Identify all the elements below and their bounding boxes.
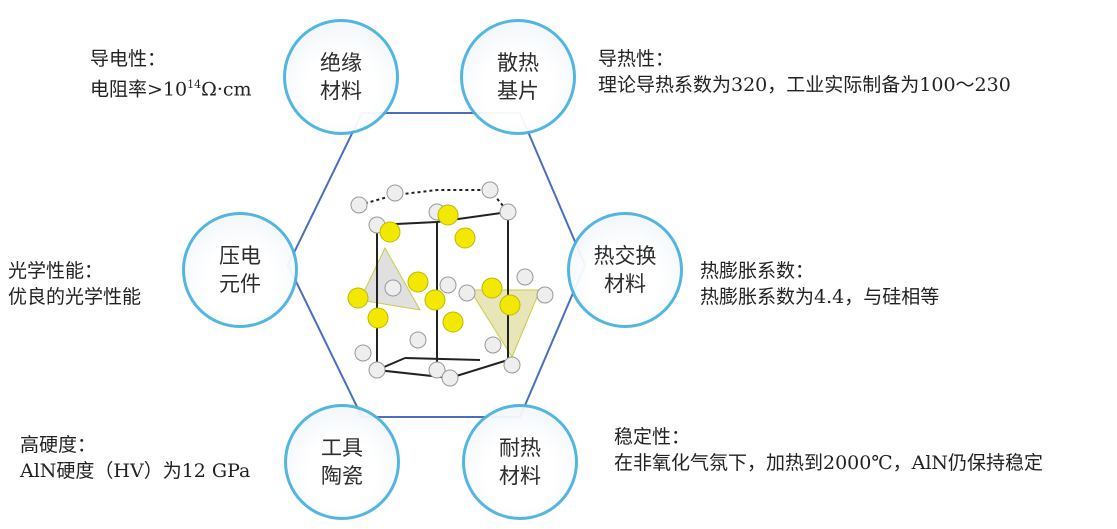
circle-label: 材料: [320, 79, 362, 103]
circle-label: 散热: [497, 51, 539, 75]
label-text: 优良的光学性能: [8, 286, 142, 308]
circle-heat-resistant-material: 耐热材料: [462, 404, 578, 520]
circle-label: 压电: [219, 244, 261, 268]
circle-label: 耐热: [499, 436, 541, 460]
resistivity-unit: Ω·cm: [201, 78, 252, 101]
circle-label: 工具: [321, 436, 363, 460]
circle-label: 材料: [499, 464, 541, 488]
label-text: AlN硬度（HV）为12 GPa: [20, 460, 251, 482]
label-text: 热膨胀系数为4.4，与硅相等: [700, 286, 940, 308]
circle-heat-sink-substrate: 散热基片: [460, 19, 576, 135]
label-thermal-expansion: 热膨胀系数： 热膨胀系数为4.4，与硅相等: [700, 258, 939, 310]
label-thermal-conductivity: 导热性： 理论导热系数为320，工业实际制备为100～230: [598, 46, 1011, 98]
label-optical: 光学性能： 优良的光学性能: [8, 258, 141, 310]
circle-label: 材料: [604, 272, 646, 296]
circle-piezoelectric-component: 压电元件: [182, 212, 298, 328]
label-title: 导热性：: [598, 48, 675, 70]
circle-tool-ceramics: 工具陶瓷: [284, 404, 400, 520]
label-title: 稳定性：: [614, 426, 691, 448]
resistivity-exponent: 14: [187, 78, 202, 91]
label-title: 导电性：: [90, 48, 167, 70]
circle-heat-exchange-material: 热交换材料: [567, 212, 683, 328]
circle-insulating-material: 绝缘材料: [283, 19, 399, 135]
resistivity-base: 电阻率>10: [90, 78, 188, 101]
label-title: 热膨胀系数：: [700, 260, 815, 282]
label-text: 理论导热系数为320，工业实际制备为100～230: [598, 74, 1011, 96]
label-text: 电阻率>1014Ω·cm: [90, 72, 252, 102]
circle-label: 陶瓷: [321, 464, 363, 488]
label-title: 高硬度：: [20, 434, 97, 456]
circle-label: 基片: [497, 79, 539, 103]
label-hardness: 高硬度： AlN硬度（HV）为12 GPa: [20, 432, 250, 484]
label-stability: 稳定性： 在非氧化气氛下，加热到2000℃，AlN仍保持稳定: [614, 424, 1043, 476]
label-conductivity: 导电性： 电阻率>1014Ω·cm: [90, 46, 252, 102]
circle-label: 热交换: [593, 244, 657, 268]
circle-label: 元件: [219, 272, 261, 296]
circle-label: 绝缘: [320, 51, 362, 75]
label-title: 光学性能：: [8, 260, 104, 282]
aln-crystal-structure: [347, 181, 554, 387]
label-text: 在非氧化气氛下，加热到2000℃，AlN仍保持稳定: [614, 452, 1044, 474]
